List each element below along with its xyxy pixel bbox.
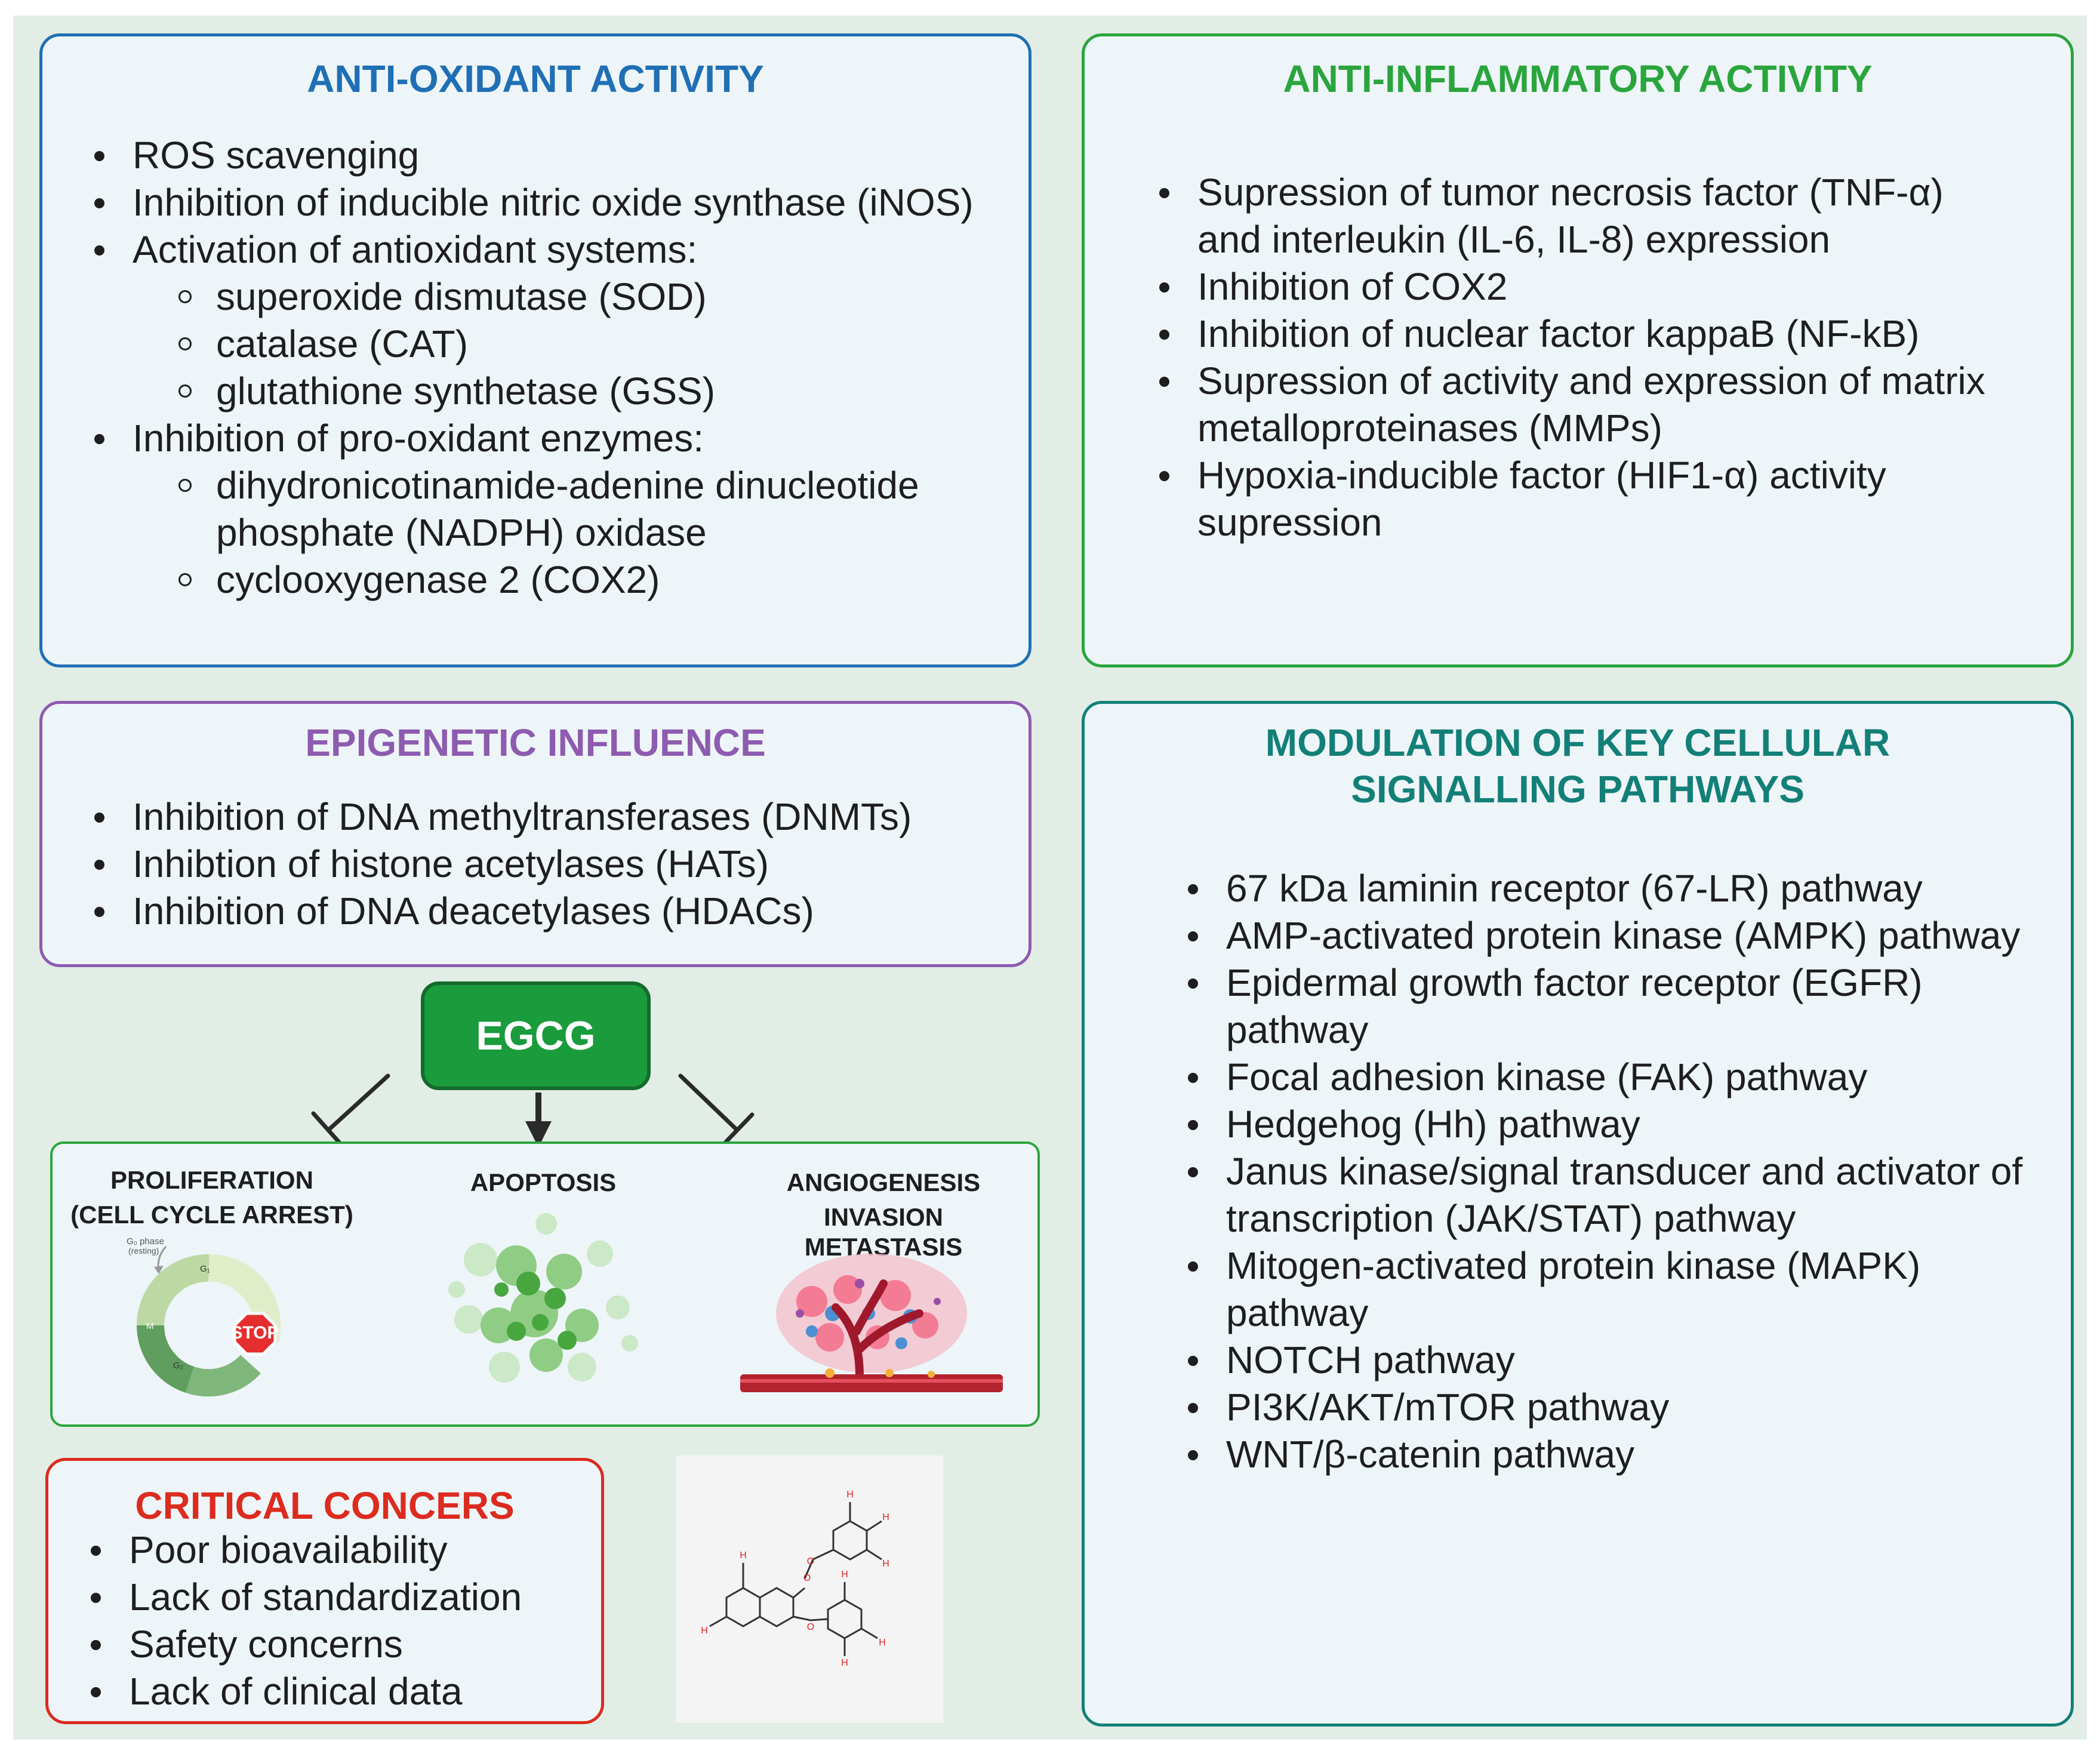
stop-label: STOP <box>230 1323 279 1343</box>
list-item: 67 kDa laminin receptor (67-LR) pathway <box>1181 865 2029 912</box>
list-item: Supression of activity and expression of… <box>1153 358 2084 452</box>
molecule-frame <box>676 1455 943 1723</box>
egcg-arrows <box>311 1073 755 1149</box>
antioxidant-panel: ANTI-OXIDANT ACTIVITY ROS scavenging Inh… <box>39 33 1031 667</box>
proliferation-label: PROLIFERATION (CELL CYCLE ARREST) <box>70 1166 353 1229</box>
list-item: Inhibition of DNA methyltransferases (DN… <box>88 793 1019 841</box>
list-item: Lack of standardization <box>84 1574 598 1621</box>
list-item: Inhibtion of histone acetylases (HATs) <box>88 841 1019 888</box>
list-item: Lack of clinical data <box>84 1668 598 1715</box>
angiogenesis-tumor-icon <box>740 1254 1003 1392</box>
sub-item: glutathione synthetase (GSS) <box>133 368 1019 415</box>
apoptosis-label: APOPTOSIS <box>470 1168 617 1196</box>
apoptosis-cells-icon <box>448 1213 638 1383</box>
svg-text:O: O <box>803 1573 811 1583</box>
antiinflammatory-list: Supression of tumor necrosis factor (TNF… <box>1153 169 2084 546</box>
antioxidant-list: ROS scavenging Inhibition of inducible n… <box>88 132 1019 604</box>
g2-label: G₂ <box>173 1361 184 1371</box>
list-item: Inhibition of pro-oxidant enzymes: dihyd… <box>88 415 1019 604</box>
list-item: Supression of tumor necrosis factor (TNF… <box>1153 169 2084 263</box>
antioxidant-title: ANTI-OXIDANT ACTIVITY <box>307 57 764 100</box>
list-item: Focal adhesion kinase (FAK) pathway <box>1181 1054 2029 1101</box>
svg-text:H: H <box>882 1512 889 1522</box>
list-item: Epidermal growth factor receptor (EGFR) … <box>1181 959 2029 1054</box>
concerns-panel: CRITICAL CONCERS Poor bioavailability La… <box>45 1458 604 1724</box>
svg-text:O: O <box>807 1556 814 1567</box>
list-item: Poor bioavailability <box>84 1527 598 1574</box>
stop-sign-icon <box>233 1312 277 1356</box>
antioxidant-systems-list: superoxide dismutase (SOD) catalase (CAT… <box>133 273 1019 415</box>
svg-text:O: O <box>807 1622 814 1632</box>
list-item: Inhibition of nuclear factor kappaB (NF-… <box>1153 310 2084 358</box>
list-item: ROS scavenging <box>88 132 1019 179</box>
list-item: WNT/β-catenin pathway <box>1181 1431 2029 1478</box>
concerns-list: Poor bioavailability Lack of standardiza… <box>84 1527 598 1715</box>
svg-text:H: H <box>882 1559 889 1569</box>
list-item: Safety concerns <box>84 1621 598 1668</box>
g0-note: (resting) <box>128 1246 159 1256</box>
svg-text:H: H <box>879 1638 886 1648</box>
signalling-panel: MODULATION OF KEY CELLULAR SIGNALLING PA… <box>1082 701 2074 1727</box>
m-label: M <box>146 1321 154 1331</box>
g1-label: G₁ <box>200 1264 210 1274</box>
list-item: Inhibition of COX2 <box>1153 263 2084 310</box>
antiinflammatory-title: ANTI-INFLAMMATORY ACTIVITY <box>1283 57 1873 100</box>
sub-item: superoxide dismutase (SOD) <box>133 273 1019 321</box>
concerns-title: CRITICAL CONCERS <box>135 1484 515 1527</box>
epigenetic-title: EPIGENETIC INFLUENCE <box>305 721 766 764</box>
list-item: Mitogen-activated protein kinase (MAPK) … <box>1181 1242 2029 1337</box>
antioxidant-enzymes-list: dihydronicotinamide-adenine dinucleotide… <box>133 462 1019 604</box>
g0-label: G₀ phase <box>127 1236 164 1247</box>
sub-item: catalase (CAT) <box>133 321 1019 368</box>
epigenetic-panel: EPIGENETIC INFLUENCE Inhibition of DNA m… <box>39 701 1031 967</box>
sub-item: dihydronicotinamide-adenine dinucleotide… <box>133 462 1019 556</box>
signalling-title: MODULATION OF KEY CELLULAR SIGNALLING PA… <box>1265 721 1890 811</box>
svg-text:H: H <box>740 1550 747 1561</box>
signalling-list: 67 kDa laminin receptor (67-LR) pathway … <box>1181 865 2029 1478</box>
list-item-label: Activation of antioxidant systems: <box>133 228 698 271</box>
svg-text:H: H <box>701 1626 708 1636</box>
cell-cycle-illustration: G₀ phase (resting) G₁ M G₂ STOP <box>127 1236 281 1397</box>
list-item: AMP-activated protein kinase (AMPK) path… <box>1181 912 2029 959</box>
list-item: Janus kinase/signal transducer and activ… <box>1181 1148 2029 1242</box>
sub-item: cyclooxygenase 2 (COX2) <box>133 556 1019 604</box>
inhibit-arrow-right <box>678 1073 755 1148</box>
antiinflammatory-panel: ANTI-INFLAMMATORY ACTIVITY Supression of… <box>1082 33 2074 667</box>
svg-text:H: H <box>846 1490 854 1500</box>
list-item: Hedgehog (Hh) pathway <box>1181 1101 2029 1148</box>
inhibit-arrow-left <box>311 1073 390 1149</box>
list-item: PI3K/AKT/mTOR pathway <box>1181 1384 2029 1431</box>
list-item: Inhibition of inducible nitric oxide syn… <box>88 179 1019 226</box>
svg-text:H: H <box>841 1658 848 1668</box>
egcg-node: EGCG <box>421 981 651 1090</box>
list-item: Inhibition of DNA deacetylases (HDACs) <box>88 888 1019 935</box>
egcg-molecule-structure: H H H H H H H H O O O <box>701 1490 889 1668</box>
list-item-label: Inhibition of pro-oxidant enzymes: <box>133 417 704 460</box>
list-item: Activation of antioxidant systems: super… <box>88 226 1019 415</box>
list-item: NOTCH pathway <box>1181 1337 2029 1384</box>
svg-text:H: H <box>841 1570 848 1580</box>
activate-arrow-down <box>525 1093 552 1147</box>
epigenetic-list: Inhibition of DNA methyltransferases (DN… <box>88 793 1019 935</box>
list-item: Hypoxia-inducible factor (HIF1-α) activi… <box>1153 452 2084 546</box>
